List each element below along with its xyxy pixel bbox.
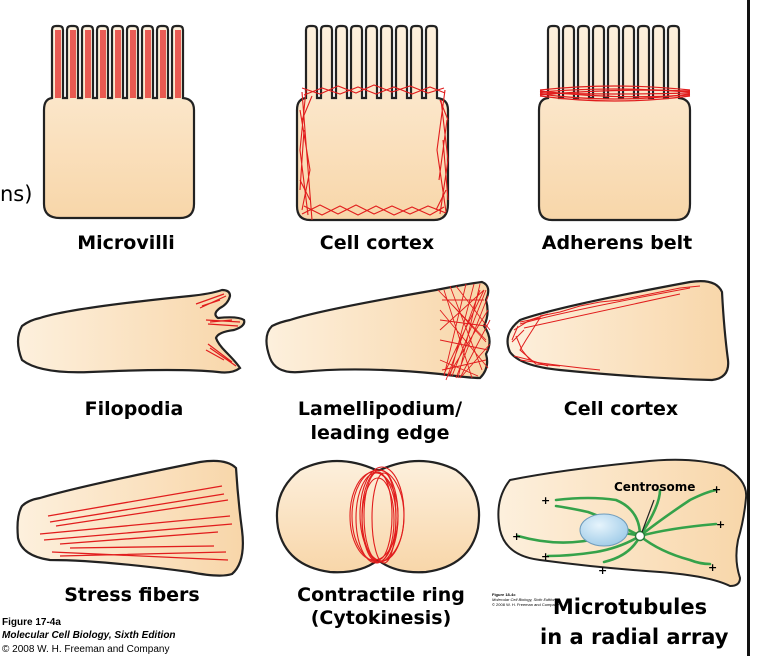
label-lamellipodium-line2: leading edge [310, 422, 450, 444]
cell-cortex-mid-cell [506, 280, 730, 382]
microtubules-cell: + + + + + + + [497, 458, 748, 588]
label-radial-array: in a radial array [540, 625, 729, 649]
tiny-caption-copyright: © 2008 W. H. Freeman and Company [492, 602, 559, 607]
label-adherens-belt: Adherens belt [541, 232, 693, 254]
tiny-caption-book: Molecular Cell Biology, Sixth Edition [492, 597, 556, 602]
filopodia-cell [16, 288, 246, 374]
cell-cortex-top-cell [295, 24, 450, 222]
svg-text:+: + [541, 550, 550, 563]
caption-book-title: Molecular Cell Biology, Sixth Edition [2, 630, 176, 641]
caption-copyright: © 2008 W. H. Freeman and Company [2, 644, 170, 655]
lamellipodium-cell [265, 280, 491, 381]
label-lamellipodium-line1: Lamellipodium/ [297, 398, 463, 420]
svg-text:+: + [541, 494, 550, 507]
right-border-line [747, 0, 750, 656]
svg-text:+: + [598, 564, 607, 577]
contractile-ring-cell [275, 459, 481, 574]
label-microvilli: Microvilli [77, 232, 175, 254]
svg-text:+: + [512, 530, 521, 543]
svg-text:+: + [716, 518, 725, 531]
label-cytokinesis: (Cytokinesis) [310, 607, 452, 629]
label-microtubules: Microtubules [552, 595, 708, 619]
tiny-caption-figure: Figure 18-4c [492, 592, 516, 597]
label-cell-cortex-mid: Cell cortex [563, 398, 679, 420]
svg-text:+: + [712, 483, 721, 496]
label-stress-fibers: Stress fibers [64, 584, 200, 606]
label-contractile-ring: Contractile ring [297, 584, 465, 606]
microvilli-cell [42, 24, 196, 220]
label-cell-cortex-top: Cell cortex [319, 232, 435, 254]
label-filopodia: Filopodia [84, 398, 184, 420]
caption-figure-number: Figure 17-4a [2, 617, 61, 628]
label-centrosome: Centrosome [614, 480, 696, 494]
cut-off-text-fragment: ns) [0, 182, 33, 206]
adherens-belt-cell [537, 24, 692, 222]
svg-text:+: + [708, 561, 717, 574]
stress-fibers-cell [16, 459, 244, 577]
